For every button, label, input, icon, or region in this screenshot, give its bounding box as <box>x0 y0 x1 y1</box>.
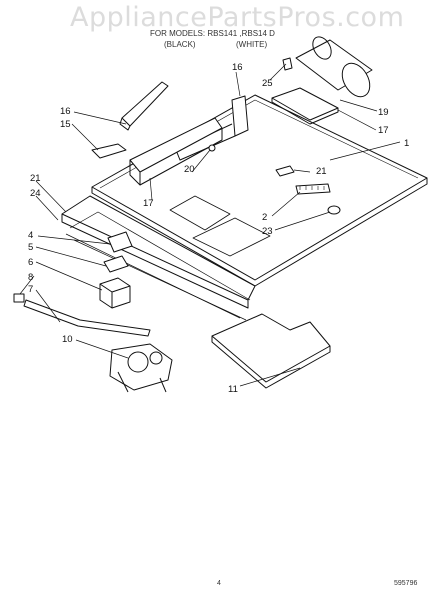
callout-19: 20 <box>184 164 195 175</box>
part-11-plate <box>211 313 331 383</box>
header-models-line: FOR MODELS: RBS141 ,RBS14 D <box>150 29 275 38</box>
part-4-bracket <box>107 231 133 253</box>
callout-23: 23 <box>262 226 273 237</box>
callout-8: 8 <box>28 272 33 283</box>
callout-11: 11 <box>228 384 238 395</box>
callout-21: 21 <box>30 173 41 184</box>
part-20-clip <box>275 165 295 177</box>
watermark-text: AppliancePartsPros.com <box>70 2 405 33</box>
callout-5: 5 <box>28 242 33 253</box>
callout-10: 10 <box>62 334 73 345</box>
callout-15: 17 <box>143 198 154 209</box>
part-16-bracket <box>231 95 249 137</box>
part-23-knob <box>327 205 341 215</box>
part-13-clip <box>91 143 127 159</box>
callout-25: 25 <box>262 78 273 89</box>
part-6-box <box>99 277 131 309</box>
part-2-bar <box>295 183 331 195</box>
callout-14: 16 <box>60 106 71 117</box>
document-code: 595796 <box>394 580 418 587</box>
callout-24: 24 <box>30 188 41 199</box>
part-25-small <box>282 57 293 71</box>
header-color-black: (BLACK) <box>164 40 196 49</box>
part-14-strip <box>121 81 169 127</box>
callout-13: 15 <box>60 119 71 130</box>
callout-2: 2 <box>262 212 267 223</box>
callout-1: 1 <box>404 138 409 149</box>
callout-7: 7 <box>28 284 33 295</box>
callout-labels: 16 25 16 15 19 17 1 21 20 2 23 17 21 24 … <box>28 62 409 395</box>
header-color-white: (WHITE) <box>236 40 268 49</box>
part-19-screw <box>208 144 216 152</box>
part-10-latch <box>109 343 173 391</box>
callout-18: 19 <box>378 107 389 118</box>
callout-16: 16 <box>232 62 243 73</box>
callout-20: 21 <box>316 166 327 177</box>
part-front-rail <box>61 195 256 301</box>
callout-17: 17 <box>378 125 389 136</box>
callout-4: 4 <box>28 230 33 241</box>
callout-6: 6 <box>28 257 33 268</box>
page-number: 4 <box>217 580 221 587</box>
part-7-rod <box>23 299 151 337</box>
part-5-plate <box>103 255 129 273</box>
part-main-panel <box>91 94 428 281</box>
part-8-knob <box>13 293 25 303</box>
